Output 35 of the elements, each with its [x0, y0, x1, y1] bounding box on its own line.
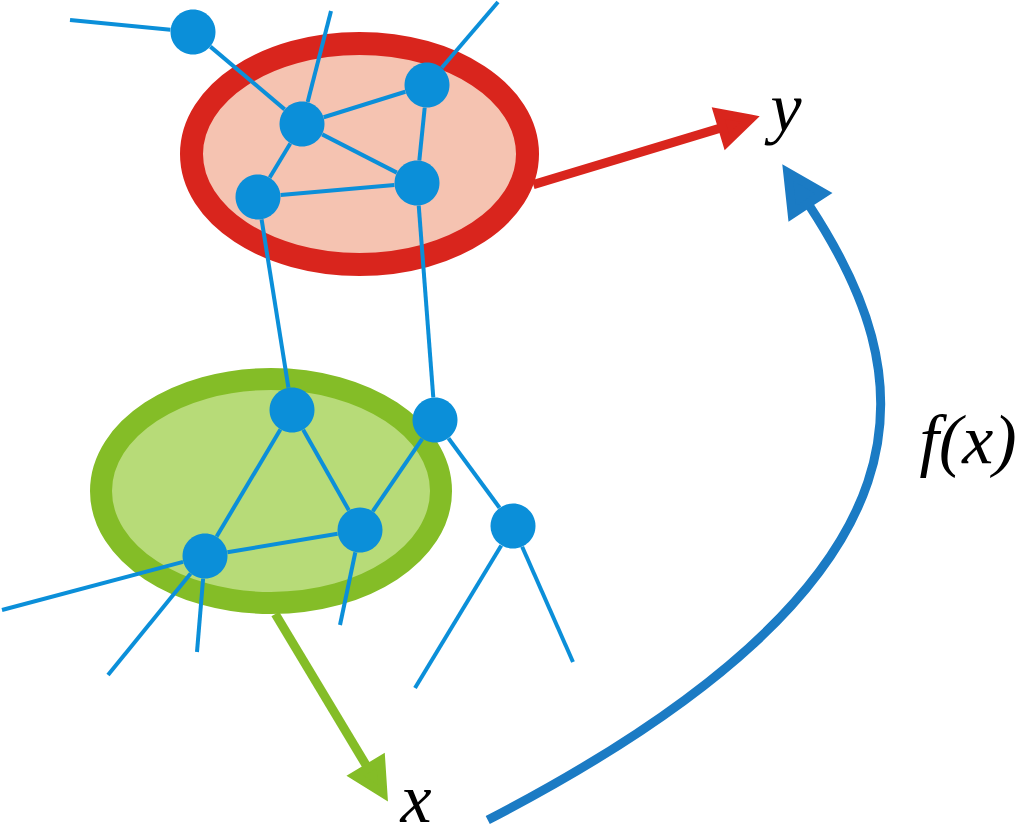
network-node [412, 397, 458, 443]
link-line [417, 107, 427, 161]
network-node [269, 387, 315, 433]
link-line [321, 132, 398, 175]
link-line [280, 183, 395, 197]
network-node [279, 101, 325, 147]
ellipse [90, 368, 452, 614]
link-line [268, 142, 292, 179]
link-line [209, 45, 286, 111]
variable-label: y [764, 98, 802, 146]
link-line [214, 428, 283, 538]
link-line [106, 572, 193, 677]
link-line [195, 578, 206, 653]
link-line [413, 544, 503, 690]
link-line [446, 437, 502, 509]
link-line [323, 89, 406, 120]
function-label: f(x) [920, 413, 1015, 479]
link-line [371, 437, 424, 513]
variable-label: x [399, 789, 431, 823]
link-line [520, 545, 575, 663]
link-line [259, 219, 291, 388]
network-node [490, 503, 536, 549]
network-node [404, 62, 450, 108]
link-line [1, 559, 184, 612]
link-line [69, 18, 171, 32]
link-line [416, 205, 436, 398]
network-node [337, 507, 383, 553]
network-node [235, 174, 281, 220]
network-node [394, 160, 440, 206]
link-line [338, 551, 358, 626]
link-line [301, 428, 351, 512]
network-node [170, 9, 216, 55]
link-line [227, 531, 338, 555]
link-line [305, 10, 333, 103]
network-node [182, 533, 228, 579]
